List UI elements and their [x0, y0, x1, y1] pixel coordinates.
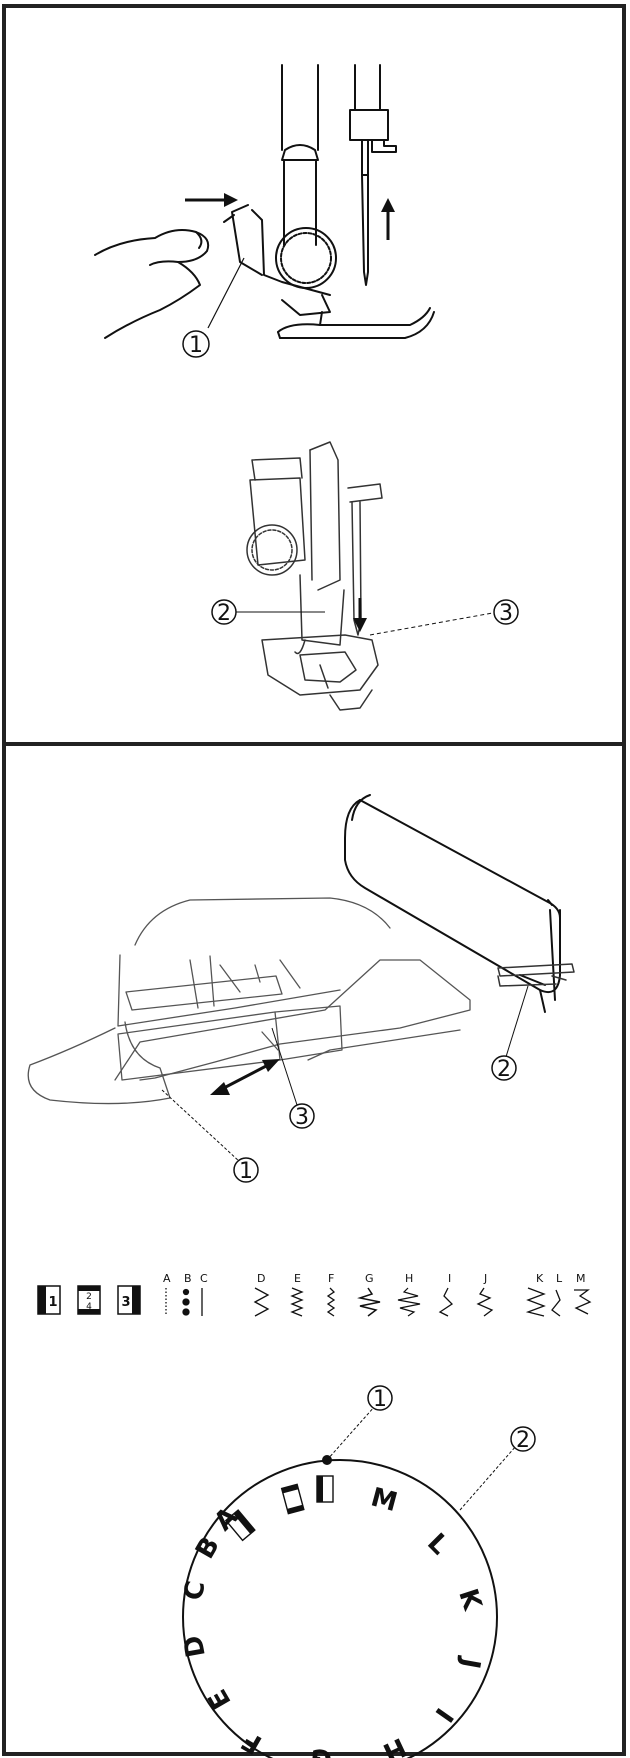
stitch-letter-c: C: [200, 1272, 208, 1285]
pattern-selector-dial: 1 2 M L K J I H G F E D C B A: [178, 1385, 536, 1758]
dial-letter-h: H: [378, 1731, 410, 1758]
dial-letter-g: G: [309, 1742, 333, 1758]
callout-2-label: 2: [217, 601, 231, 626]
stitch-letter-a: A: [163, 1272, 171, 1285]
stitch-letter-e: E: [294, 1272, 301, 1285]
stitch-letter-row: A B C D E F G H I J K L M: [163, 1272, 586, 1285]
callout-1-label: 1: [373, 1387, 387, 1412]
pattern-box-3: 3: [117, 1285, 141, 1315]
dial-pattern-box-2: [280, 1483, 305, 1515]
stitch-letter-j: J: [483, 1272, 487, 1285]
dial-letter-i: I: [428, 1702, 458, 1727]
bottom-panel-frame: [2, 742, 626, 1756]
callout-3-label: 3: [295, 1105, 309, 1130]
stitch-letter-f: F: [328, 1272, 334, 1285]
extension-table-figure: 2 3 1: [27, 794, 575, 1184]
stitch-letter-k: K: [536, 1272, 544, 1285]
callout-2-label: 2: [516, 1428, 530, 1453]
stitch-letter-d: D: [257, 1272, 265, 1285]
dial-letter-j: J: [454, 1654, 486, 1671]
dial-outline: [182, 1459, 498, 1758]
dial-letter-l: L: [421, 1528, 454, 1561]
dial-letter-b: B: [190, 1532, 226, 1564]
stitch-letter-m: M: [576, 1272, 586, 1285]
stitch-letter-g: G: [365, 1272, 374, 1285]
pattern-box-1: 1: [37, 1285, 61, 1315]
pattern-box-3-label: 3: [121, 1295, 130, 1310]
dial-letter-k: K: [452, 1585, 487, 1614]
presser-foot-attach-figure: 2 3: [211, 441, 519, 711]
callout-1-label: 1: [189, 333, 203, 358]
presser-foot-release-figure: 1: [94, 64, 435, 358]
dial-letter-d: D: [178, 1633, 211, 1659]
dial-letter-m: M: [368, 1482, 401, 1518]
callout-1-label: 1: [239, 1159, 253, 1184]
stitch-letter-i: I: [448, 1272, 451, 1285]
dial-pattern-box-3: [224, 1509, 256, 1542]
callout-3-label: 3: [499, 601, 513, 626]
dial-letter-e: E: [203, 1684, 238, 1714]
dial-letter-c: C: [179, 1579, 212, 1603]
callout-2-label: 2: [497, 1057, 511, 1082]
stitch-letter-b: B: [184, 1272, 192, 1285]
stitch-letter-l: L: [556, 1272, 563, 1285]
dial-pattern-box-1: [316, 1475, 334, 1503]
pattern-box-1-label: 1: [48, 1295, 57, 1310]
stitch-letter-h: H: [405, 1272, 413, 1285]
stitch-glyphs: [165, 1287, 592, 1317]
